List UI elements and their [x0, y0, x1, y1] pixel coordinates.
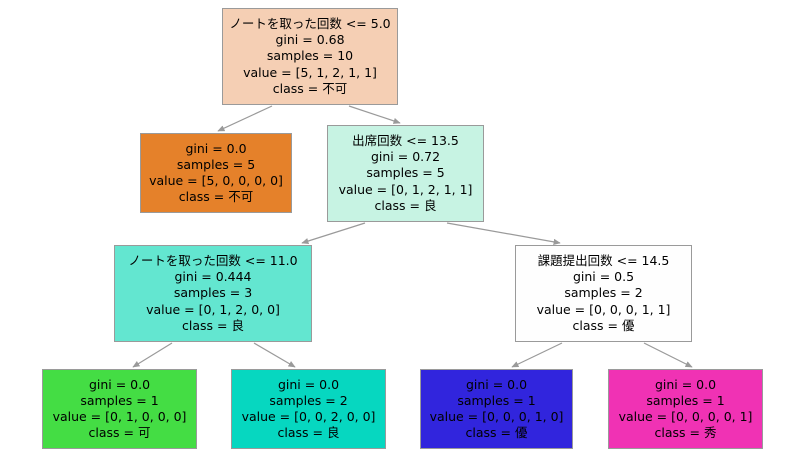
- node-value: value = [0, 1, 0, 0, 0]: [52, 409, 187, 424]
- node-gini: gini = 0.5: [572, 269, 635, 285]
- node-samples: samples = 1: [457, 392, 536, 408]
- node-condition: ノートを取った回数 <= 5.0: [229, 15, 391, 31]
- edge-root-to-left: [217, 105, 273, 132]
- node-class: class = 優: [465, 425, 528, 441]
- node-samples: samples = 5: [366, 165, 445, 181]
- node-value: value = [0, 1, 2, 0, 0]: [146, 301, 280, 317]
- node-gini: gini = 0.0: [654, 376, 717, 392]
- node-samples: samples = 3: [173, 285, 253, 301]
- node-samples: samples = 1: [646, 392, 725, 408]
- node-gini: gini = 0.0: [277, 376, 340, 392]
- node-class: class = 良: [277, 425, 340, 441]
- node-class: class = 不可: [272, 80, 348, 96]
- node-gini: gini = 0.0: [88, 376, 151, 392]
- node-value: value = [0, 0, 0, 1, 0]: [429, 409, 564, 424]
- node-value: value = [5, 1, 2, 1, 1]: [243, 64, 377, 80]
- node-gini: gini = 0.72: [370, 149, 441, 165]
- node-condition: 出席回数 <= 13.5: [352, 132, 459, 148]
- node-samples: samples = 10: [266, 48, 354, 64]
- node-class: class = 優: [572, 317, 635, 333]
- edge-n4-to-leaf4: [643, 342, 693, 368]
- edge-n3-to-leaf1: [132, 342, 173, 368]
- node-value: value = [5, 0, 0, 0, 0]: [149, 173, 283, 188]
- node-value: value = [0, 0, 0, 1, 1]: [536, 301, 671, 317]
- node-condition: ノートを取った回数 <= 11.0: [128, 252, 298, 268]
- edge-n4-to-leaf3: [511, 342, 563, 368]
- node-condition: 課題提出回数 <= 14.5: [537, 252, 670, 268]
- node-gini: gini = 0.0: [185, 140, 247, 156]
- node-value: value = [0, 1, 2, 1, 1]: [338, 181, 473, 197]
- node-class: class = 良: [374, 197, 437, 213]
- node-gini: gini = 0.0: [465, 376, 528, 392]
- node-class: class = 可: [88, 425, 151, 441]
- node-gini: gini = 0.68: [275, 32, 345, 48]
- node-class: class = 良: [182, 317, 244, 333]
- node-class: class = 秀: [654, 425, 717, 441]
- node-samples: samples = 2: [564, 285, 643, 301]
- node-samples: samples = 2: [269, 392, 348, 408]
- node-samples: samples = 1: [80, 392, 159, 408]
- node-value: value = [0, 0, 0, 0, 1]: [618, 409, 753, 424]
- node-samples: samples = 5: [176, 156, 256, 172]
- edge-root-to-right: [348, 105, 401, 124]
- edge-n2-to-left: [301, 222, 366, 245]
- node-gini: gini = 0.444: [174, 269, 252, 285]
- edge-n3-to-leaf2: [253, 342, 296, 368]
- node-value: value = [0, 0, 2, 0, 0]: [241, 409, 376, 424]
- node-class: class = 不可: [178, 189, 254, 205]
- edge-n2-to-right: [446, 222, 561, 245]
